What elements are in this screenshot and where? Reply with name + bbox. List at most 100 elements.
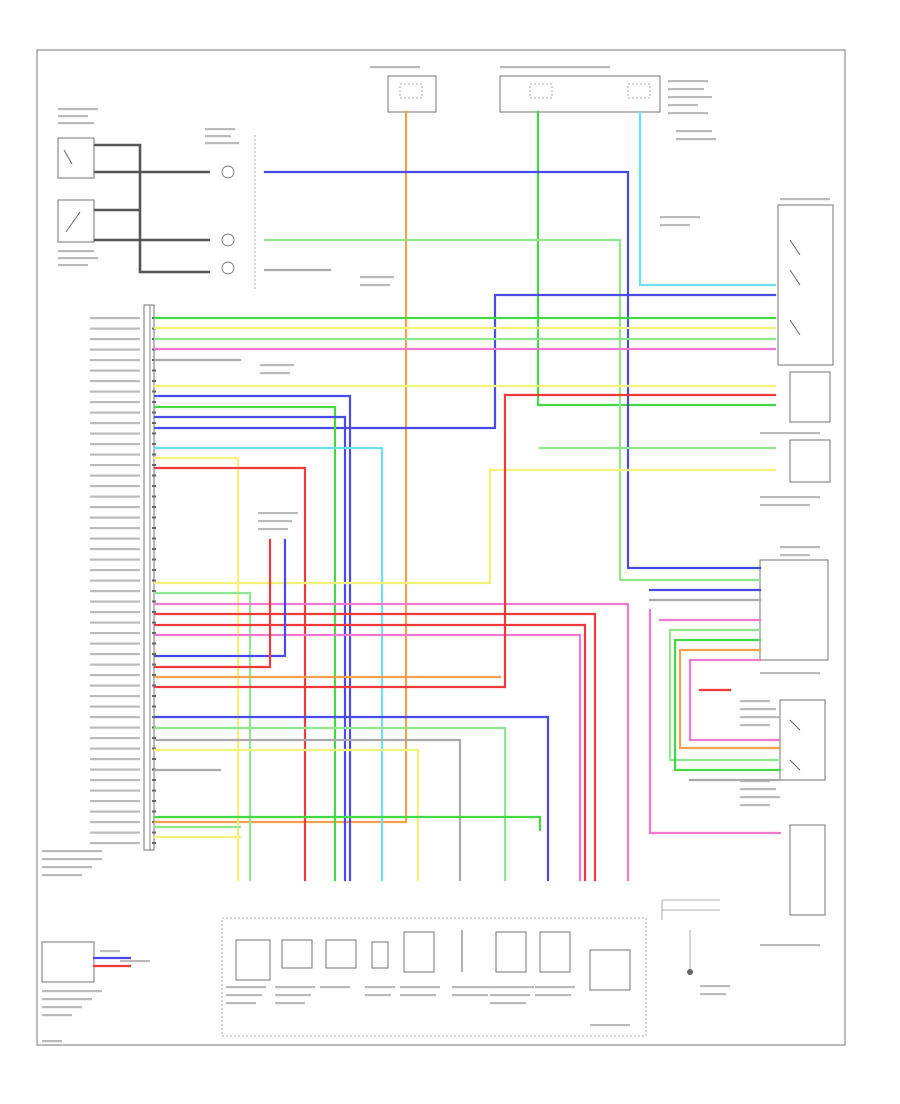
label-mark — [90, 380, 140, 383]
label-mark — [740, 716, 780, 719]
tcm-pin — [152, 632, 156, 634]
label-mark — [90, 569, 140, 572]
cyan-feed-wire — [638, 110, 777, 287]
tcm-pin — [152, 579, 156, 582]
label-mark — [90, 317, 140, 320]
red-wire-4 — [153, 612, 597, 882]
label-mark — [740, 724, 770, 727]
label-mark — [90, 369, 140, 372]
lgreen-wire-5 — [153, 726, 507, 882]
solenoid-1 — [371, 941, 389, 969]
light-green-wire-top — [263, 238, 762, 582]
label-mark — [740, 796, 780, 799]
label-mark — [740, 804, 770, 807]
label-mark — [90, 537, 140, 540]
tcm-pin — [152, 506, 156, 508]
tcm-pin — [152, 684, 156, 687]
tcm-pin — [152, 747, 156, 750]
blue-wire-5 — [153, 715, 550, 882]
label-mark — [360, 276, 394, 279]
tcm-pin — [152, 495, 156, 498]
pink-wire-2 — [153, 602, 630, 882]
label-mark — [90, 338, 140, 341]
label-mark — [58, 122, 94, 125]
label-mark — [700, 985, 730, 988]
label-mark — [258, 520, 292, 523]
label-mark — [90, 632, 140, 635]
tcm-connector — [143, 304, 155, 851]
tcm-pin — [152, 842, 156, 844]
red-wire-5 — [153, 623, 587, 882]
step-motor — [589, 949, 631, 991]
label-mark — [90, 327, 140, 330]
cvt-unit-assembly — [759, 559, 829, 661]
solenoid-5 — [539, 931, 571, 973]
label-mark — [700, 993, 726, 996]
label-mark — [760, 944, 820, 947]
label-mark — [780, 554, 810, 557]
label-mark — [58, 264, 88, 267]
label-mark — [42, 1014, 72, 1017]
wires — [92, 110, 782, 968]
label-mark — [400, 994, 436, 997]
blue-wire-2 — [153, 394, 352, 882]
label-mark — [490, 994, 530, 997]
label-mark — [205, 142, 239, 145]
label-mark — [740, 788, 776, 791]
label-mark — [590, 1024, 630, 1027]
tcm-pin — [152, 600, 156, 603]
label-mark — [90, 474, 140, 477]
label-mark — [90, 842, 140, 845]
tcm-pin — [152, 422, 156, 424]
label-mark — [668, 88, 704, 91]
green-wire-6 — [153, 815, 542, 832]
label-mark — [90, 411, 140, 414]
label-mark — [90, 600, 140, 603]
label-mark — [90, 810, 140, 813]
label-mark — [535, 994, 571, 997]
label-mark — [740, 708, 776, 711]
label-mark — [365, 986, 395, 989]
label-mark — [58, 250, 94, 253]
label-mark — [760, 504, 810, 507]
tcm-pin — [152, 758, 156, 760]
tcm-pin — [152, 705, 156, 708]
label-mark — [668, 104, 698, 107]
label-mark — [90, 348, 140, 351]
switch-top-left — [57, 137, 95, 179]
label-mark — [90, 705, 140, 708]
label-mark — [58, 257, 98, 260]
lgreen-wire-7 — [668, 628, 782, 762]
lgreen-wire-4 — [153, 591, 252, 882]
label-mark — [90, 663, 140, 666]
speed-sensor-secondary — [789, 439, 831, 483]
solenoid-4 — [495, 931, 527, 973]
tcm-pin — [152, 590, 156, 592]
label-mark — [42, 866, 92, 869]
pink-wire-5 — [688, 658, 782, 742]
label-mark — [90, 485, 140, 488]
connector-icon — [221, 165, 235, 179]
tcm-pin — [152, 485, 156, 487]
label-mark — [90, 642, 140, 645]
label-mark — [676, 138, 716, 141]
label-mark — [360, 284, 390, 287]
speed-sensor-primary — [789, 371, 831, 423]
label-mark — [205, 128, 235, 131]
orange-wire-3 — [678, 648, 782, 750]
label-mark — [90, 695, 140, 698]
pressure-sensor-b — [281, 939, 313, 969]
red-wire-3 — [153, 466, 307, 882]
relay-column — [221, 135, 256, 290]
label-mark — [90, 401, 140, 404]
tcm-pin — [152, 611, 156, 613]
tcm-pin — [152, 737, 156, 739]
ground-icon — [687, 969, 693, 975]
label-mark — [90, 527, 140, 530]
yellow-wire-6 — [153, 748, 420, 882]
tcm-pin — [152, 695, 156, 697]
label-mark — [275, 1002, 305, 1005]
label-mark — [500, 66, 610, 69]
